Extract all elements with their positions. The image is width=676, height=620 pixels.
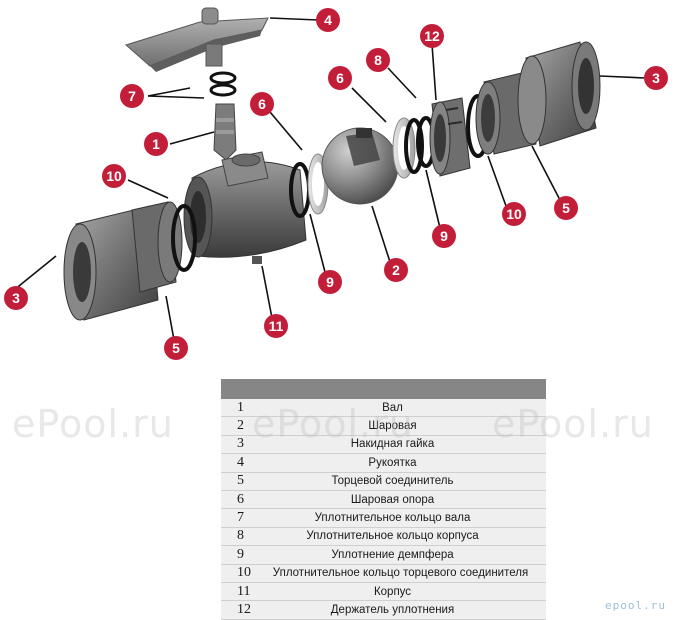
callout-5-right: 5: [554, 196, 578, 220]
part-number: 9: [221, 545, 257, 565]
part-number: 12: [221, 600, 257, 620]
svg-text:3: 3: [12, 290, 20, 306]
part-name: Уплотнительное кольцо торцевого соединит…: [257, 564, 546, 583]
callout-9-left: 9: [318, 270, 342, 294]
ball-part: [321, 127, 399, 205]
callout-3-left: 3: [4, 286, 28, 310]
part-number: 10: [221, 564, 257, 583]
exploded-valve-diagram: 4 7 1 6 6 8 12 3 10 3 5 11 9 2 9 10 5: [4, 7, 668, 360]
callout-10-left: 10: [102, 164, 126, 188]
callout-3-right: 3: [644, 66, 668, 90]
part-name: Шаровая опора: [257, 490, 546, 510]
callout-9-right: 9: [432, 224, 456, 248]
callout-8: 8: [366, 48, 390, 72]
valve-body-part: [183, 151, 307, 264]
part-name: Накидная гайка: [257, 435, 546, 455]
svg-text:6: 6: [258, 96, 266, 112]
right-union-nut-part: [517, 41, 601, 147]
svg-text:8: 8: [374, 52, 382, 68]
part-number: 6: [221, 490, 257, 510]
part-number: 2: [221, 416, 257, 436]
callout-7: 7: [120, 84, 144, 108]
watermark-text: ePool.ru: [252, 402, 414, 446]
part-name: Шаровая: [257, 416, 546, 436]
svg-text:11: 11: [269, 318, 284, 334]
part-name: Рукоятка: [257, 453, 546, 473]
callout-2: 2: [384, 258, 408, 282]
part-number: 11: [221, 582, 257, 602]
svg-text:6: 6: [336, 70, 344, 86]
part-number: 3: [221, 435, 257, 455]
svg-text:5: 5: [562, 200, 570, 216]
svg-text:5: 5: [172, 340, 180, 356]
callout-6-right: 6: [328, 66, 352, 90]
part-number: 7: [221, 508, 257, 528]
left-connector-o-ring: [171, 204, 197, 272]
right-damper-seal: [404, 118, 424, 174]
callout-12: 12: [420, 24, 444, 48]
part-name: Корпус: [257, 582, 546, 602]
part-name: Вал: [257, 399, 546, 418]
svg-text:10: 10: [106, 168, 122, 184]
part-name: Торцевой соединитель: [257, 472, 546, 491]
shaft-part: [213, 103, 237, 161]
part-number: 8: [221, 527, 257, 547]
shaft-o-rings: [209, 71, 237, 97]
svg-text:7: 7: [128, 88, 136, 104]
svg-text:10: 10: [506, 206, 522, 222]
svg-text:1: 1: [152, 136, 160, 152]
callout-4: 4: [316, 8, 340, 32]
part-name: Уплотнительное кольцо корпуса: [257, 527, 546, 547]
svg-text:12: 12: [424, 28, 440, 44]
brand-mark: epool.ru: [605, 599, 666, 612]
leader-lines: [13, 17, 647, 341]
svg-text:3: 3: [652, 70, 660, 86]
handle-part: [124, 7, 269, 72]
svg-text:9: 9: [440, 228, 448, 244]
callout-1: 1: [144, 132, 168, 156]
watermark-text: ePool.ru: [492, 402, 654, 446]
callout-5-left: 5: [164, 336, 188, 360]
svg-text:2: 2: [392, 262, 400, 278]
part-number: 1: [221, 399, 257, 418]
seal-carrier-part: [429, 97, 471, 177]
callout-11: 11: [264, 314, 288, 338]
svg-text:4: 4: [324, 12, 332, 28]
svg-text:9: 9: [326, 274, 334, 290]
callout-10-right: 10: [502, 202, 526, 226]
watermark-text: ePool.ru: [12, 402, 174, 446]
part-name: Уплотнение демпфера: [257, 545, 546, 565]
part-name: Держатель уплотнения: [257, 600, 546, 620]
callout-6-left: 6: [250, 92, 274, 116]
part-number: 4: [221, 453, 257, 473]
part-number: 5: [221, 472, 257, 491]
table-header: [221, 379, 546, 399]
part-name: Уплотнительное кольцо вала: [257, 508, 546, 528]
